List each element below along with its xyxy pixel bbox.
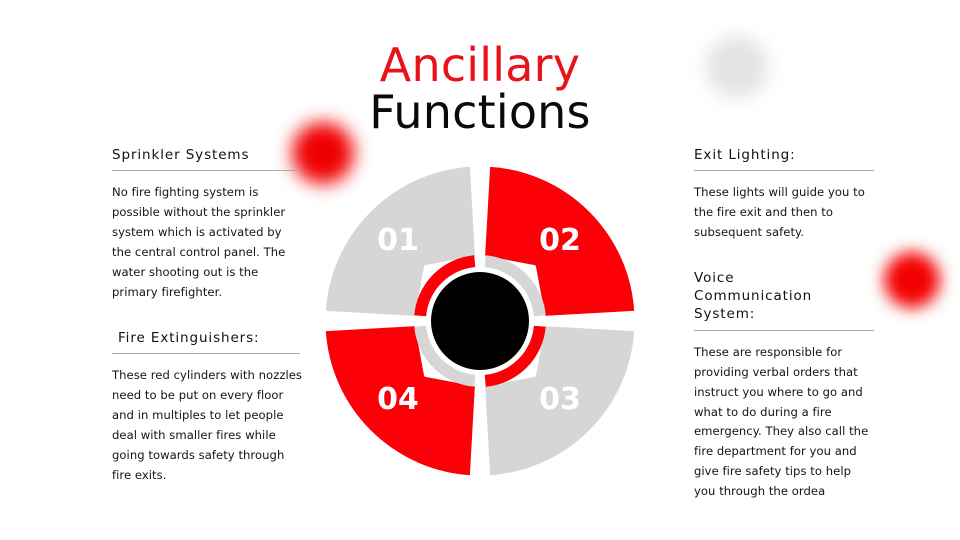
donut-label-03: 03 — [539, 382, 581, 417]
donut-chart-svg: 01 02 03 04 — [322, 163, 638, 479]
title-line-functions: Functions — [369, 85, 591, 140]
inner-ring-arc-bottom-left — [414, 325, 476, 387]
section-body: These red cylinders with nozzles need to… — [112, 368, 303, 482]
section-body: No fire fighting system is possible with… — [112, 185, 286, 299]
section-heading: Exit Lighting: — [694, 147, 796, 163]
donut-label-04: 04 — [377, 382, 419, 417]
donut-outer-segments — [322, 163, 638, 479]
page-title: Ancillary Functions — [0, 38, 960, 140]
section-exit-lighting: Exit Lighting: These lights will guide y… — [694, 146, 874, 243]
donut-segment-03[interactable] — [482, 323, 638, 479]
section-heading: Fire Extinguishers: — [118, 329, 260, 346]
section-body: These are responsible for providing verb… — [694, 344, 869, 499]
heading-divider — [112, 170, 300, 172]
donut-label-02: 02 — [539, 223, 581, 258]
red-blob-decoration-right — [884, 252, 940, 308]
donut-center-hub — [431, 272, 529, 370]
section-body: These lights will guide you to the fire … — [694, 185, 865, 240]
inner-ring-arc-top-left — [414, 255, 476, 317]
inner-ring-arc-bottom-right — [484, 325, 546, 387]
section-sprinkler-systems: Sprinkler Systems No fire fighting syste… — [112, 146, 300, 303]
inner-ring-arc-top-right — [484, 255, 546, 317]
donut-label-01: 01 — [377, 223, 419, 258]
donut-inner-ring — [414, 255, 546, 387]
donut-segment-01[interactable] — [322, 163, 478, 319]
donut-diagram: 01 02 03 04 — [320, 161, 640, 481]
title-line-ancillary: Ancillary — [379, 38, 581, 92]
section-fire-extinguishers: Fire Extinguishers: These red cylinders … — [112, 329, 303, 486]
donut-segment-04[interactable] — [322, 323, 478, 479]
heading-divider — [694, 170, 874, 172]
heading-divider — [694, 329, 874, 331]
section-heading: Sprinkler Systems — [112, 147, 250, 163]
heading-divider — [112, 353, 300, 355]
right-text-column: Exit Lighting: These lights will guide y… — [694, 146, 874, 502]
section-heading: Voice Communication System: — [694, 270, 813, 323]
donut-segment-02[interactable] — [482, 163, 638, 319]
left-text-column: Sprinkler Systems No fire fighting syste… — [112, 146, 303, 486]
section-voice-communication-system: Voice Communication System: These are re… — [694, 269, 874, 502]
